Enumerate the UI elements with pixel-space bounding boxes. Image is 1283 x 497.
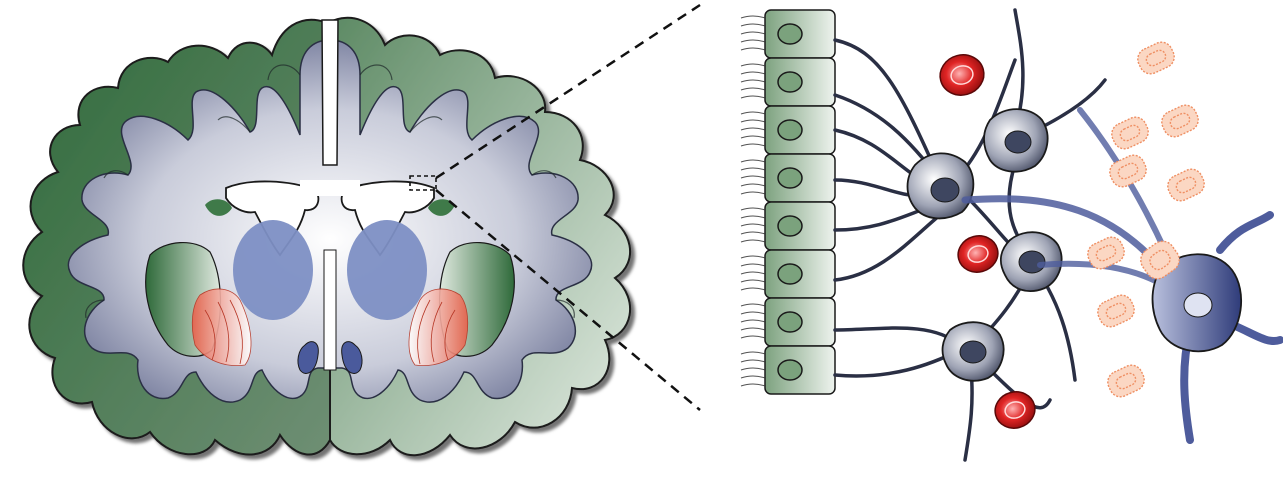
cilia bbox=[741, 16, 765, 386]
coronal-brain-section bbox=[23, 18, 630, 455]
orange-cell bbox=[1104, 362, 1148, 401]
orange-cell bbox=[1094, 292, 1138, 331]
orange-cell bbox=[1108, 114, 1152, 153]
ependymal-cell-column bbox=[765, 10, 835, 394]
astrocyte bbox=[943, 322, 1004, 381]
red-blood-cell bbox=[954, 231, 1002, 276]
ependymal-cell bbox=[765, 106, 835, 154]
ependymal-cell bbox=[765, 202, 835, 250]
deep-nucleus-right bbox=[347, 220, 427, 320]
orange-cell bbox=[1134, 39, 1178, 78]
orange-cell bbox=[1164, 166, 1208, 205]
ependymal-cell bbox=[765, 10, 835, 58]
ependymal-cell bbox=[765, 298, 835, 346]
longitudinal-fissure bbox=[322, 20, 338, 165]
neuron-nucleus bbox=[1184, 293, 1212, 317]
corpus-callosum-white bbox=[300, 180, 360, 196]
ventricle-wall-cell-detail bbox=[741, 10, 1280, 460]
deep-nucleus-left bbox=[233, 220, 313, 320]
red-blood-cell bbox=[936, 50, 989, 100]
red-blood-cell bbox=[991, 387, 1039, 432]
astrocyte bbox=[908, 153, 974, 218]
third-ventricle bbox=[324, 250, 336, 370]
astrocyte bbox=[984, 109, 1048, 172]
ependymal-cell bbox=[765, 346, 835, 394]
ependymal-cell bbox=[765, 58, 835, 106]
ependymal-cell bbox=[765, 250, 835, 298]
orange-cell bbox=[1158, 102, 1202, 141]
ependymal-cell bbox=[765, 154, 835, 202]
